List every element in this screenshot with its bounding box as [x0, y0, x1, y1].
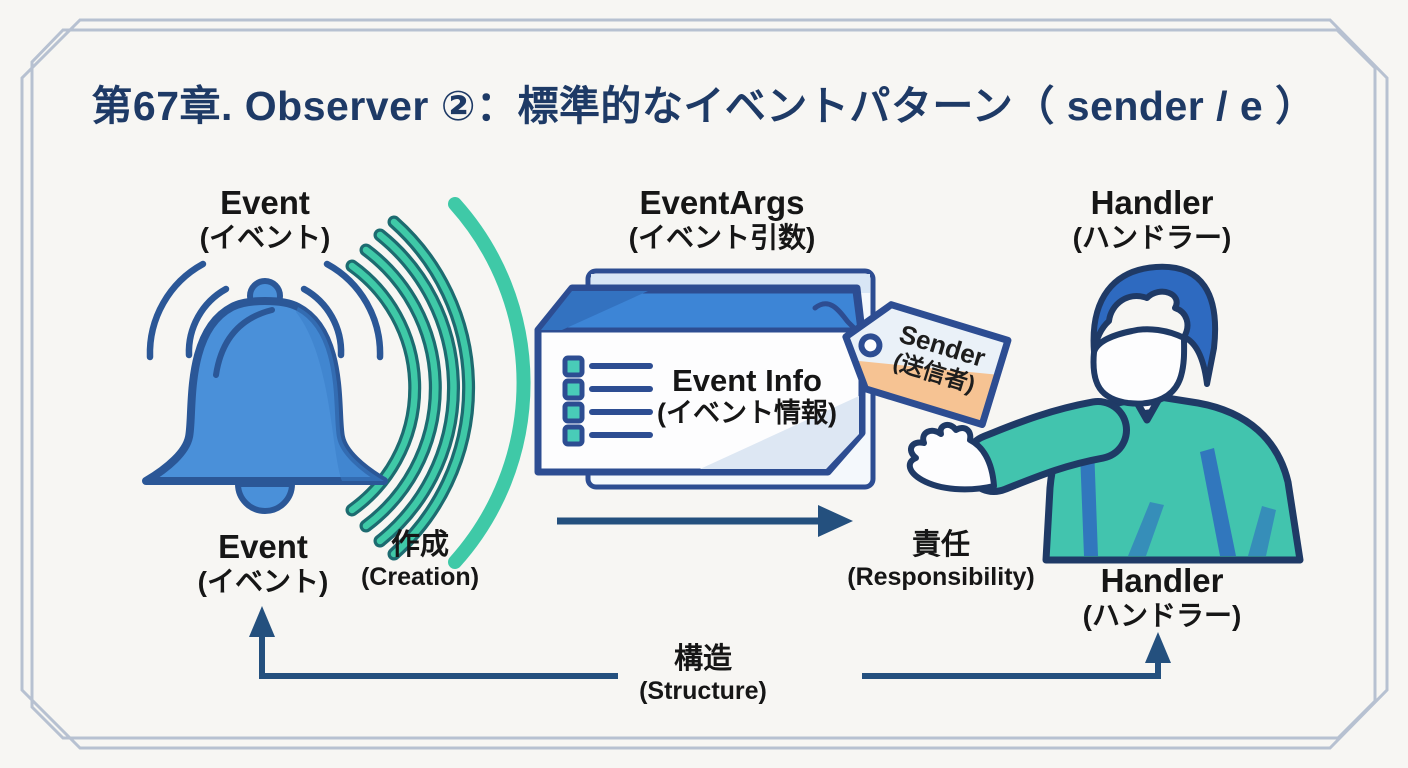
- label-event-info: Event Info (イベント情報): [657, 363, 837, 429]
- flow-arrow: [557, 505, 853, 537]
- label-responsibility: 責任 (Responsibility): [847, 528, 1035, 592]
- label-handler-bottom: Handler (ハンドラー): [1083, 562, 1242, 632]
- card-list-items: [562, 355, 653, 447]
- label-structure: 構造 (Structure): [639, 642, 767, 706]
- bell-ring-arcs: [146, 260, 384, 361]
- label-eventargs: EventArgs (イベント引数): [629, 184, 816, 254]
- label-event-top: Event (イベント): [200, 184, 331, 254]
- handler-bottom-jp: (ハンドラー): [1082, 600, 1242, 631]
- structure-en: (Structure): [639, 677, 767, 705]
- label-handler-top: Handler (ハンドラー): [1073, 184, 1232, 254]
- event-info-card: [534, 268, 876, 490]
- event-info-jp: (イベント情報): [657, 398, 837, 428]
- handler-top-jp: (ハンドラー): [1072, 222, 1232, 253]
- responsibility-jp: 責任: [911, 529, 971, 561]
- handler-top-en: Handler: [1090, 184, 1214, 221]
- responsibility-en: (Responsibility): [847, 563, 1035, 591]
- label-creation: 作成 (Creation): [361, 528, 479, 592]
- creation-jp: 作成: [390, 529, 449, 561]
- creation-en: (Creation): [360, 563, 480, 591]
- decorative-frame: [20, 18, 1389, 750]
- eventargs-jp: (イベント引数): [628, 222, 816, 253]
- event-bottom-jp: (イベント): [197, 566, 329, 597]
- event-info-en: Event Info: [672, 363, 822, 398]
- sender-tag-icon: [812, 301, 1012, 428]
- event-top-jp: (イベント): [199, 222, 331, 253]
- handler-bottom-en: Handler: [1100, 562, 1224, 599]
- label-event-bottom: Event (イベント): [198, 528, 329, 598]
- bell-icon: [142, 278, 388, 514]
- structure-bracket-arrows: [249, 606, 1171, 679]
- event-top-en: Event: [220, 184, 310, 221]
- event-bottom-en: Event: [218, 528, 308, 565]
- structure-jp: 構造: [673, 643, 733, 675]
- sound-waves-icon: [345, 197, 531, 569]
- slide-title: 第67章. Observer ②：標準的なイベントパターン（ sender / …: [91, 83, 1317, 129]
- eventargs-en: EventArgs: [639, 184, 805, 221]
- handler-person-icon: [906, 263, 1304, 564]
